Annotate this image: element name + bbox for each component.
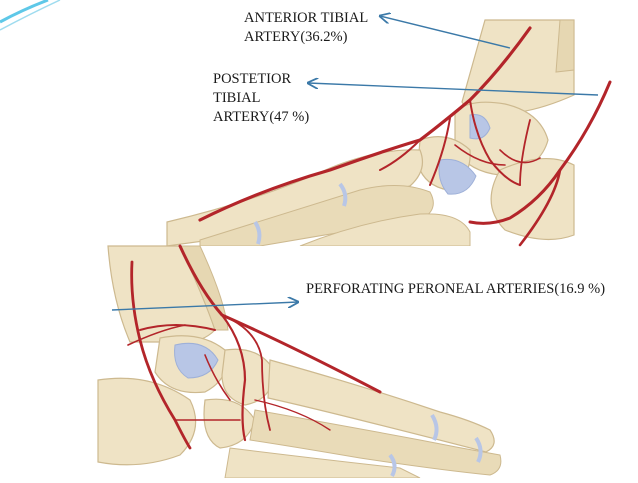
accent-stripe [0,0,61,31]
label-posterior-tibial: POSTETIOR TIBIAL ARTERY(47 %) [213,70,309,127]
arrow-perforating-peroneal [111,302,298,311]
label-posterior-tibial-line3: ARTERY(47 %) [213,109,310,125]
bottom-foot-illustration [97,244,504,479]
label-anterior-tibial-line1: ANTERIOR TIBIAL [244,10,369,26]
label-perforating-peroneal-line1: PERFORATING PERONEAL ARTERIES(16.9 %) [306,281,606,297]
label-anterior-tibial: ANTERIOR TIBIAL ARTERY(36.2%) [244,9,368,47]
arrow-posterior-tibial [308,83,599,96]
arrow-anterior-tibial [380,16,511,49]
label-perforating-peroneal: PERFORATING PERONEAL ARTERIES(16.9 %) [306,280,605,299]
pointer-arrows [111,16,599,311]
top-foot-illustration [166,19,612,247]
label-posterior-tibial-line2: TIBIAL [213,90,261,106]
label-posterior-tibial-line1: POSTETIOR [213,71,292,87]
label-anterior-tibial-line2: ARTERY(36.2%) [244,29,348,45]
